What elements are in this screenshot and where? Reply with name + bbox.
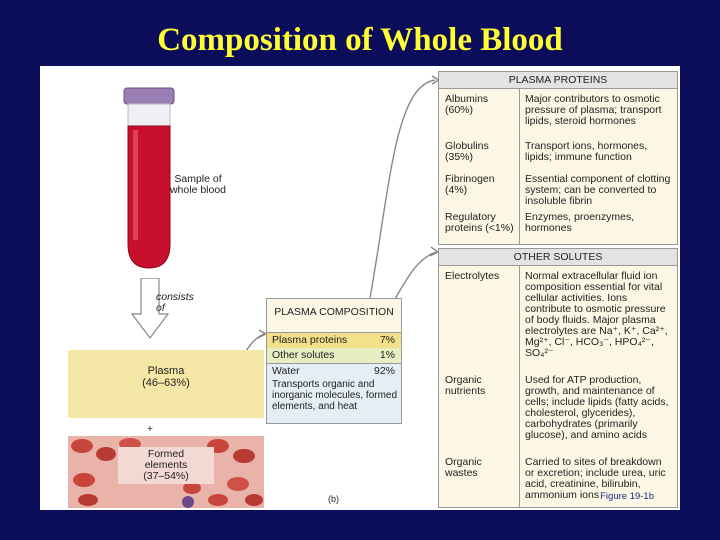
solutes-title: OTHER SOLUTES — [439, 249, 677, 266]
water-description: Transports organic and inorganic molecul… — [272, 379, 398, 412]
down-arrow-icon — [130, 278, 170, 339]
solute-description: Normal extracellular fluid ion compositi… — [525, 270, 668, 359]
arrow-proteins — [369, 79, 436, 299]
composition-row-water: Water 92% Transports organic and inorgan… — [267, 364, 401, 423]
composition-row-pct: 1% — [379, 349, 395, 361]
column-divider — [519, 266, 520, 507]
slide-title: Composition of Whole Blood — [157, 22, 563, 58]
formed-elements-label-box: Formed elements (37–54%) — [118, 447, 214, 484]
composition-row-pct: 7% — [379, 334, 395, 346]
plus-sign: + — [146, 423, 154, 435]
composition-row-pct: 92% — [373, 365, 395, 377]
composition-row-name: Other solutes — [272, 349, 335, 361]
plasma-box: Plasma (46–63%) — [68, 350, 264, 418]
protein-description: Transport ions, hormones, lipids; immune… — [525, 140, 648, 163]
other-solutes-table: OTHER SOLUTES Electrolytes Normal extrac… — [438, 248, 678, 508]
solute-description: Used for ATP production, growth, and mai… — [525, 374, 669, 441]
protein-description: Enzymes, proenzymes, hormones — [525, 211, 635, 234]
figure-caption: Figure 19-1b — [600, 491, 654, 502]
solute-description: Carried to sites of breakdown or excreti… — [525, 456, 666, 501]
solute-name: Electrolytes — [445, 270, 500, 282]
plasma-percent: (46–63%) — [142, 377, 190, 389]
protein-name: Fibrinogen (4%) — [445, 173, 495, 196]
composition-row-name: Plasma proteins — [272, 334, 348, 346]
figure-panel: Sample of whole blood consists of Plasma… — [40, 66, 680, 510]
proteins-title: PLASMA PROTEINS — [439, 72, 677, 89]
formed-elements-box: Formed elements (37–54%) — [68, 436, 264, 508]
formed-elements-label: Formed elements — [144, 448, 188, 471]
solute-name: Organic nutrients — [445, 374, 486, 397]
sample-label: Sample of whole blood — [169, 173, 227, 196]
protein-description: Essential component of clotting system; … — [525, 173, 671, 207]
composition-row-proteins: Plasma proteins 7% — [267, 332, 401, 349]
plasma-label: Plasma — [147, 365, 185, 377]
composition-row-name: Water — [272, 365, 300, 377]
solute-name: Organic wastes — [445, 456, 482, 479]
figure-part-label: (b) — [328, 494, 339, 504]
protein-name: Globulins (35%) — [445, 140, 489, 163]
test-tube-illustration — [123, 87, 175, 269]
protein-name: Regulatory proteins (<1%) — [445, 211, 514, 234]
composition-row-solutes: Other solutes 1% — [267, 348, 401, 364]
consists-of-label: consists of — [156, 291, 194, 314]
protein-description: Major contributors to osmotic pressure o… — [525, 93, 662, 127]
protein-name: Albumins (60%) — [445, 93, 489, 116]
column-divider — [519, 89, 520, 244]
plasma-composition-table: PLASMA COMPOSITION Plasma proteins 7% Ot… — [266, 298, 402, 424]
formed-elements-percent: (37–54%) — [143, 470, 189, 482]
composition-title: PLASMA COMPOSITION — [274, 306, 394, 318]
plasma-proteins-table: PLASMA PROTEINS Albumins (60%) Major con… — [438, 71, 678, 245]
